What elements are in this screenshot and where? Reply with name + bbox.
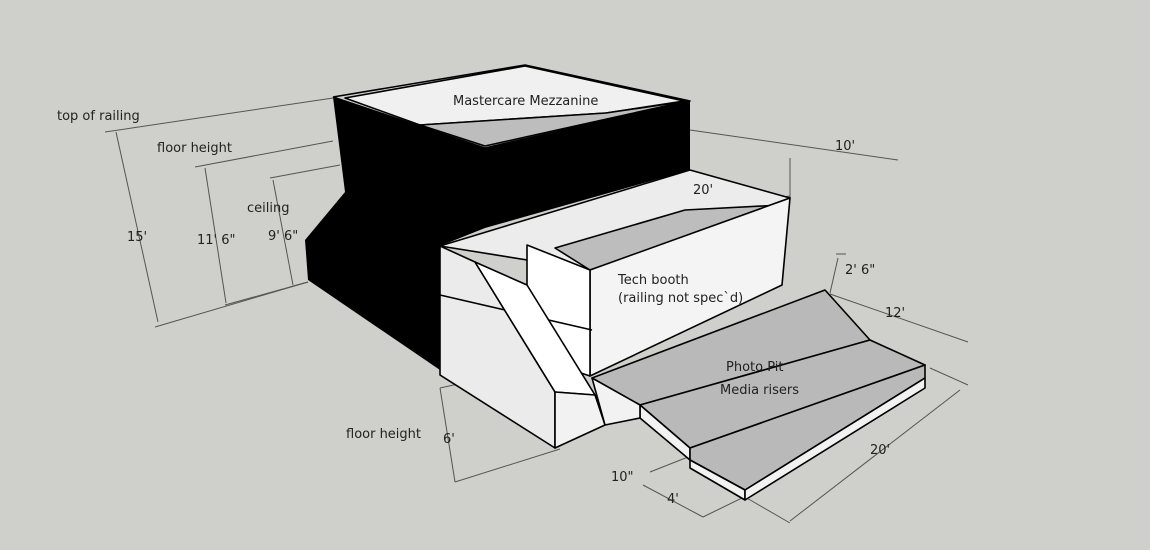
- dim-15-label: 15': [127, 230, 147, 245]
- riser-base-side: [591, 377, 641, 426]
- photo-pit-label: Photo Pit: [726, 360, 783, 375]
- dim-12-label: 12': [885, 306, 905, 321]
- dim-9-6-label: 9' 6": [268, 229, 298, 244]
- dim-20-bottom-label: 20': [870, 443, 890, 458]
- dim-10ft-label: 10': [835, 139, 855, 154]
- dim-11-6-label: 11' 6": [197, 233, 236, 248]
- dim-4-label: 4': [667, 492, 679, 507]
- labels: Mastercare Mezzanine top of railing floo…: [57, 94, 905, 507]
- media-risers: [591, 289, 926, 501]
- floor-height-upper-label: floor height: [157, 141, 232, 156]
- media-risers-label: Media risers: [720, 383, 799, 398]
- mezzanine-label: Mastercare Mezzanine: [453, 94, 598, 109]
- dim-20-top-label: 20': [693, 183, 713, 198]
- dim-10in-label: 10": [611, 470, 634, 485]
- tech-booth: [439, 169, 791, 377]
- dim-6-label: 6': [443, 432, 455, 447]
- dim-2-6-label: 2' 6": [845, 263, 875, 278]
- lower-block: [439, 245, 606, 449]
- floor-height-lower-label: floor height: [346, 427, 421, 442]
- top-of-railing-label: top of railing: [57, 109, 140, 124]
- riser-right-front: [744, 377, 926, 501]
- tech-booth-note-label: (railing not spec`d): [618, 291, 743, 306]
- tech-booth-label: Tech booth: [617, 273, 689, 288]
- mezzanine-front-black: [485, 101, 690, 228]
- ceiling-label: ceiling: [247, 201, 289, 216]
